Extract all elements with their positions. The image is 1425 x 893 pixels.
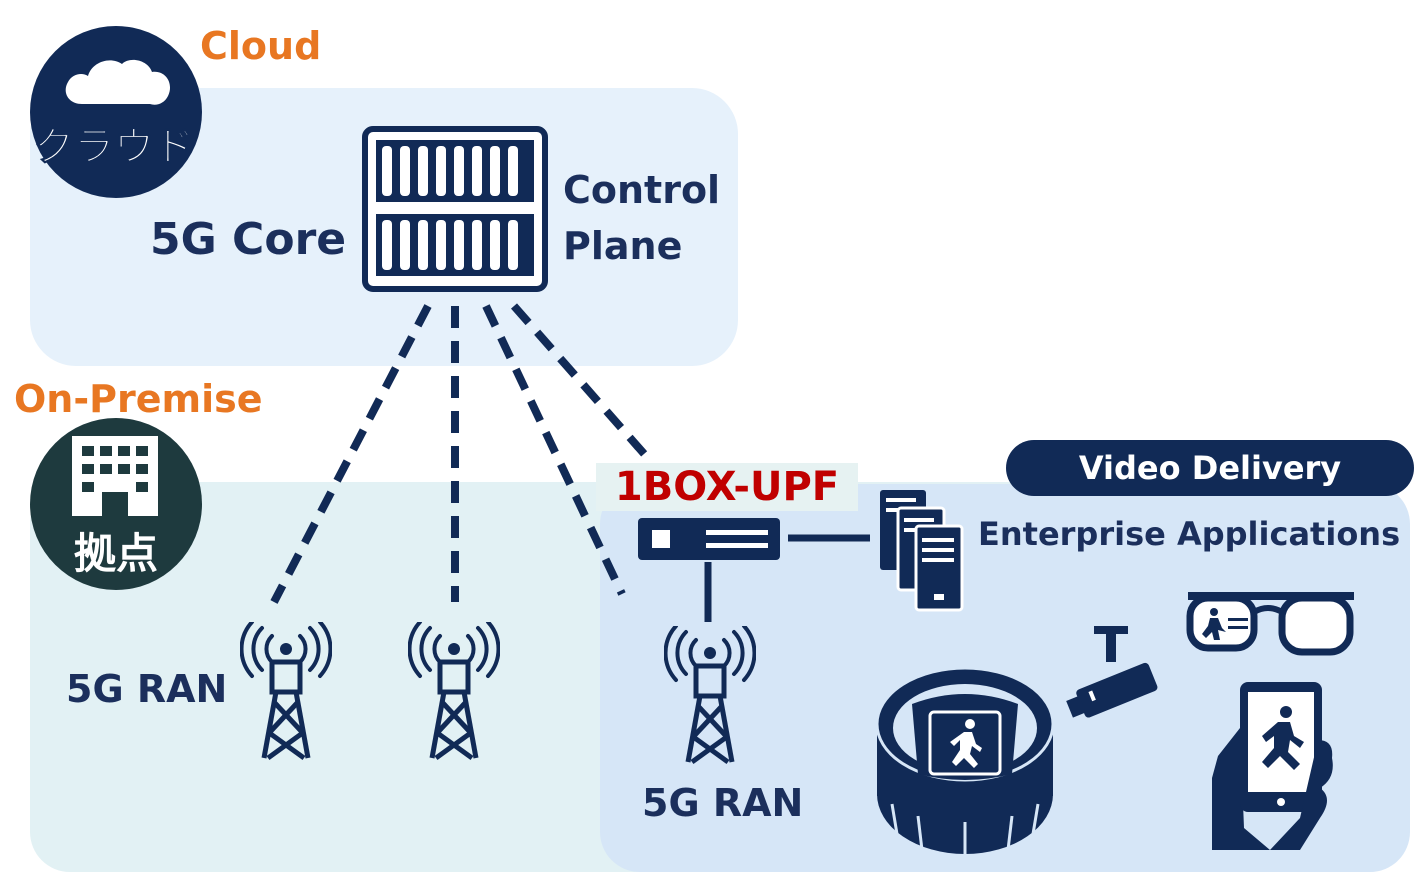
smartphone-icon	[1212, 682, 1333, 850]
stadium-icon	[875, 666, 1055, 854]
upf-label: 1BOX-UPF	[596, 463, 858, 511]
security-camera-icon	[1066, 626, 1158, 718]
ran-tower-icon-2	[408, 622, 500, 761]
ran-tower-icon-1	[240, 622, 332, 761]
smart-glasses-icon	[1186, 592, 1354, 656]
cloud-title: Cloud	[200, 24, 322, 68]
core-label: 5G Core	[150, 214, 347, 265]
ran-right-label: 5G RAN	[642, 781, 804, 825]
link-core-ran-3	[482, 304, 626, 596]
upf-box-icon	[638, 518, 780, 560]
enterprise-apps-label: Enterprise Applications	[978, 515, 1401, 553]
ran-tower-icon-3	[664, 626, 756, 765]
cloud-badge-icon: クラウド	[30, 26, 202, 198]
on-premise-title: On-Premise	[14, 377, 263, 421]
video-delivery-badge: Video Delivery	[1006, 440, 1414, 496]
ran-left-label: 5G RAN	[66, 667, 228, 711]
link-core-ran-1	[270, 304, 432, 604]
cloud-badge-text: クラウド	[34, 124, 194, 170]
on-premise-badge-text: 拠点	[74, 529, 158, 578]
link-core-upf	[510, 303, 650, 459]
server-rack-icon	[362, 126, 548, 292]
application-servers-icon	[880, 490, 964, 612]
control-plane-label: Control Plane	[563, 168, 721, 268]
on-premise-badge-icon: 拠点	[30, 418, 202, 590]
